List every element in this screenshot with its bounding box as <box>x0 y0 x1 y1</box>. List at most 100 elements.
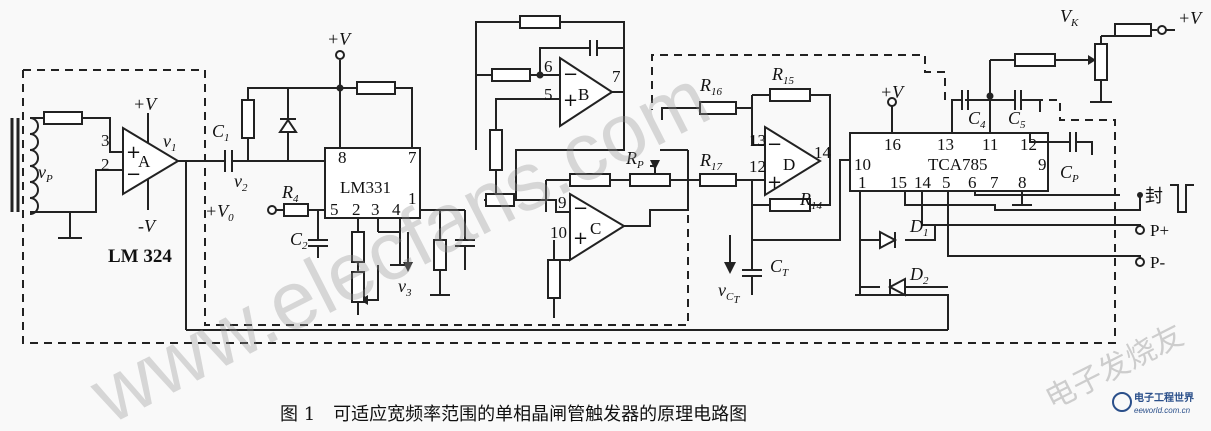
tca-p13: 13 <box>937 135 954 154</box>
b-pin6: 6 <box>544 57 553 76</box>
d-pin12: 12 <box>749 157 766 176</box>
d-pin13: 13 <box>749 131 766 150</box>
d1-diode <box>879 230 898 250</box>
a-vcc: +V <box>133 94 158 114</box>
input-resistor <box>43 111 83 125</box>
a-label: A <box>138 152 151 171</box>
c1-coupling <box>178 150 948 331</box>
figure-caption: 图 1 可适应宽频率范围的单相晶闸管触发器的原理电路图 <box>280 404 747 425</box>
lm331-p4: 4 <box>392 200 401 219</box>
r16-label: R16 <box>699 75 723 98</box>
d-label: D <box>783 155 795 174</box>
d-pin14: 14 <box>814 143 832 162</box>
d1-label: D1 <box>909 216 929 239</box>
a-pin2: 2 <box>101 155 110 174</box>
svg-text:−: − <box>563 64 578 85</box>
r17-label: R17 <box>699 150 723 173</box>
pplus-label: P+ <box>1150 221 1169 240</box>
svg-text:−: − <box>126 164 141 185</box>
watermark-site: www.elecfans.com <box>76 52 723 431</box>
r15-label: R15 <box>771 64 795 87</box>
r-c-input <box>569 173 611 187</box>
lm331-p5: 5 <box>330 200 339 219</box>
d2-diode <box>887 277 906 297</box>
lm331-label: LM331 <box>340 178 391 197</box>
d2-label: D2 <box>909 264 929 287</box>
c-pin10: 10 <box>550 223 567 242</box>
lm331-chip <box>324 147 421 219</box>
outer-dashed-outline <box>22 54 1116 344</box>
tca-p7: 7 <box>990 173 999 192</box>
tca-p6: 6 <box>968 173 977 192</box>
tca-p15: 15 <box>890 173 907 192</box>
r-vk-top <box>1114 23 1152 37</box>
v1-label: v1 <box>163 131 177 154</box>
r-timing-2 <box>351 271 365 303</box>
ct-label: CT <box>770 256 789 279</box>
opamp-b: − + <box>559 56 614 128</box>
c5-label: C5 <box>1008 108 1026 131</box>
r-vk <box>1014 53 1056 67</box>
svg-text:−: − <box>767 134 782 155</box>
rp-label: RP <box>625 148 644 171</box>
tca-p12: 12 <box>1020 135 1037 154</box>
svg-text:eeworld.com.cn: eeworld.com.cn <box>1134 406 1191 415</box>
svg-text:−: − <box>573 198 588 219</box>
opamp-d: − + <box>764 125 822 197</box>
a-vee: -V <box>138 216 157 236</box>
cp-label: CP <box>1060 162 1079 185</box>
pminus-label: P- <box>1150 253 1165 272</box>
vp-label: vP <box>38 162 53 185</box>
tca-p9: 9 <box>1038 155 1047 174</box>
tca-p5: 5 <box>942 173 951 192</box>
opamp-a: + − <box>122 113 180 210</box>
eeworld-logo: 电子工程世界 eeworld.com.cn <box>1112 391 1194 415</box>
lm324-outline <box>23 69 689 326</box>
block-output-label: 封 <box>1145 186 1163 207</box>
tca-label: TCA785 <box>928 155 988 174</box>
r-b-feedback-top <box>519 15 561 29</box>
r16 <box>699 101 737 115</box>
svg-text:电子工程世界: 电子工程世界 <box>1134 391 1194 404</box>
vct-label: vCT <box>718 280 740 306</box>
c-label: C <box>590 219 601 238</box>
lm331-p3: 3 <box>371 200 380 219</box>
r14 <box>769 198 811 212</box>
r-b-input <box>491 68 531 82</box>
r15 <box>769 88 811 102</box>
tca-p11: 11 <box>982 135 998 154</box>
c-pin9: 9 <box>558 193 567 212</box>
a-pin3: 3 <box>101 131 110 150</box>
pot-vk <box>1094 43 1108 81</box>
v2-label: v2 <box>234 171 248 194</box>
opamp-d-network <box>661 94 850 295</box>
r-c-bias <box>485 193 515 207</box>
svg-text:+: + <box>126 142 141 163</box>
lm331-p1: 1 <box>408 189 417 208</box>
r-timing-1 <box>351 231 365 263</box>
lm331-p2: 2 <box>352 200 361 219</box>
tca-p1: 1 <box>858 173 867 192</box>
c2-label: C2 <box>290 229 308 252</box>
c1-label: C1 <box>212 121 230 144</box>
v0-label: +V0 <box>205 201 234 224</box>
pminus-terminal <box>1135 257 1145 267</box>
lm331-vcc: +V <box>327 29 352 49</box>
r17 <box>699 173 737 187</box>
svg-text:+: + <box>563 90 578 111</box>
tca-p16: 16 <box>884 135 901 154</box>
tca-p8: 8 <box>1018 173 1027 192</box>
lm331-p8: 8 <box>338 148 347 167</box>
tca-p14: 14 <box>914 173 932 192</box>
lm324-part: LM 324 <box>108 246 172 267</box>
lm331-p7: 7 <box>408 148 417 167</box>
r-timing-3 <box>433 239 447 271</box>
tca-p10: 10 <box>854 155 871 174</box>
r4-label: R4 <box>281 182 299 205</box>
b-label: B <box>578 85 589 104</box>
pulse-symbol <box>1170 184 1194 213</box>
r-c-ground <box>547 259 561 299</box>
vk-label: VK <box>1060 6 1079 29</box>
